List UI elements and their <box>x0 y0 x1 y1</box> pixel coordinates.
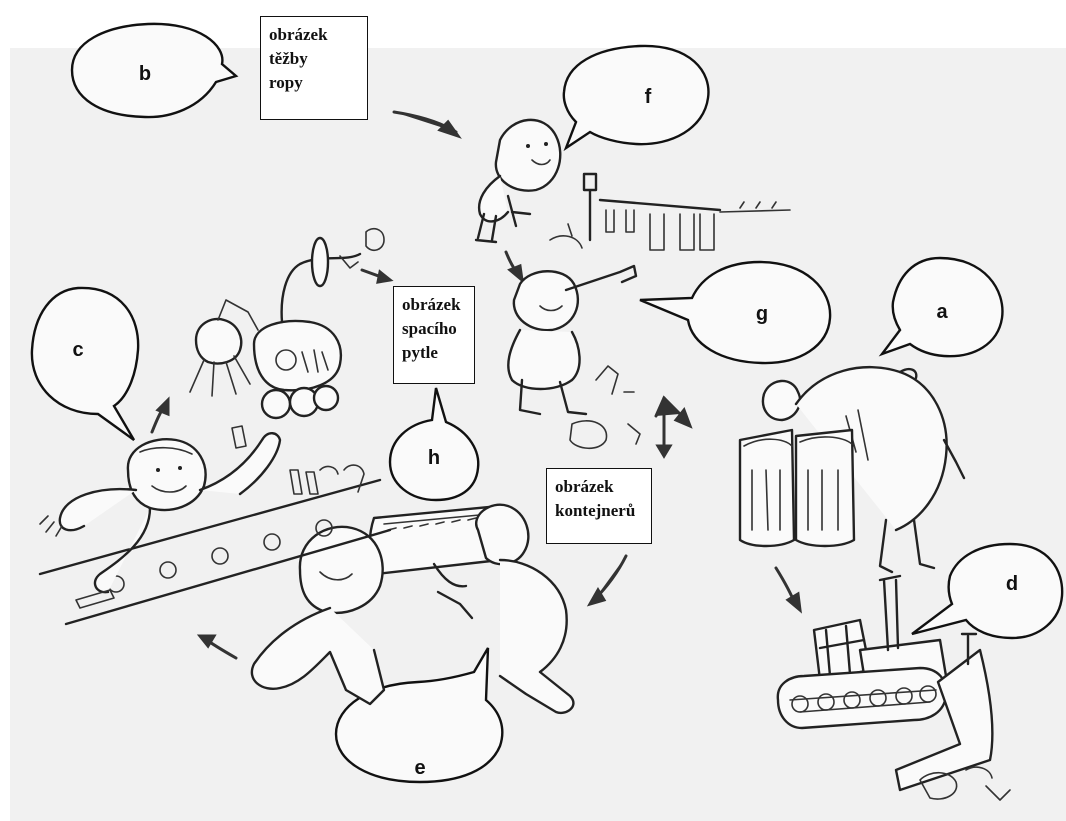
recycling-machine-figure <box>189 227 385 420</box>
speech-bubble-e: e <box>334 647 504 784</box>
speech-bubble-a: a <box>878 256 1004 358</box>
speech-bubble-b: b <box>70 22 239 119</box>
bubble-label-f: f <box>645 86 652 108</box>
bubble-label-g: g <box>756 303 768 325</box>
conveyor-worker-figure <box>38 425 392 626</box>
pushing-creatures-figure <box>250 503 575 715</box>
bubble-label-c: c <box>72 339 83 361</box>
box-containers: obrázek kontejnerů <box>546 468 652 544</box>
oil-extraction-figure <box>474 118 791 251</box>
speech-bubble-g: g <box>639 260 832 365</box>
speech-bubble-d: d <box>911 542 1064 640</box>
bubble-label-h: h <box>428 447 440 469</box>
box-sleeping-bag: obrázek spacího pytle <box>393 286 475 384</box>
drinking-figure <box>507 264 641 450</box>
speech-bubble-c: c <box>30 286 140 441</box>
bubble-label-a: a <box>936 301 948 323</box>
bulldozer-figure <box>776 574 1011 801</box>
cycle-arrows <box>150 110 802 660</box>
bubble-label-b: b <box>139 63 151 85</box>
containers-creature-figure <box>738 365 966 574</box>
speech-bubble-h: h <box>388 387 480 502</box>
bubble-label-e: e <box>414 757 425 779</box>
speech-bubble-f: f <box>562 44 710 152</box>
box-oil-extraction: obrázek těžby ropy <box>260 16 368 120</box>
bubble-label-d: d <box>1006 573 1018 595</box>
